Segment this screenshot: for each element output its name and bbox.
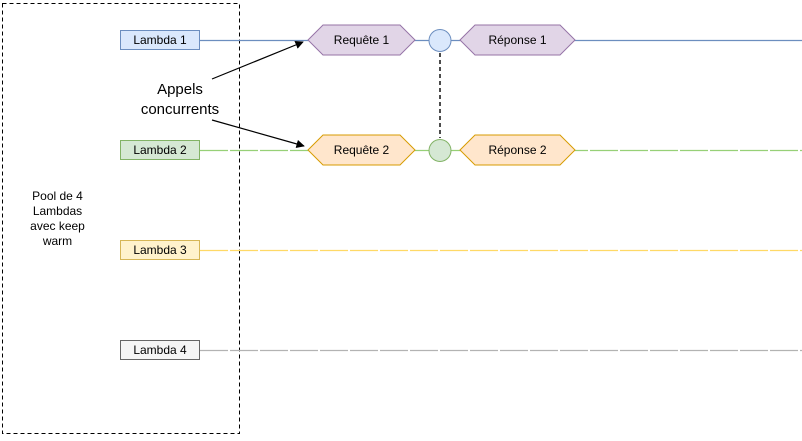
lambda1-box: Lambda 1: [120, 30, 200, 50]
request1-hexagon: [307, 24, 416, 56]
response2-label: Réponse 2: [488, 143, 547, 157]
lambda3-box: Lambda 3: [120, 240, 200, 260]
lambda1-label: Lambda 1: [133, 33, 187, 47]
response1-label: Réponse 1: [488, 33, 547, 47]
pool-label: Pool de 4 Lambdas avec keep warm: [30, 189, 85, 248]
request2-hexagon: [307, 134, 416, 166]
lambda3-label: Lambda 3: [133, 243, 187, 257]
sync-circle-2: [428, 139, 452, 162]
lambda2-label: Lambda 2: [133, 143, 187, 157]
response1-hexagon: [459, 24, 576, 56]
sync-circle-1: [428, 29, 452, 52]
lambda-pool-boundary: [2, 3, 240, 434]
annotation-arrow-to-request1: [211, 40, 304, 80]
lambda4-label: Lambda 4: [133, 343, 187, 357]
lambda2-box: Lambda 2: [120, 140, 200, 160]
concurrent-calls-annotation: Appels concurrents: [140, 81, 220, 118]
response2-hexagon: [459, 134, 576, 166]
request2-label: Requête 2: [333, 143, 390, 157]
annotation-arrow-to-request2: [211, 119, 305, 148]
request1-label: Requête 1: [333, 33, 390, 47]
lambda4-box: Lambda 4: [120, 340, 200, 360]
